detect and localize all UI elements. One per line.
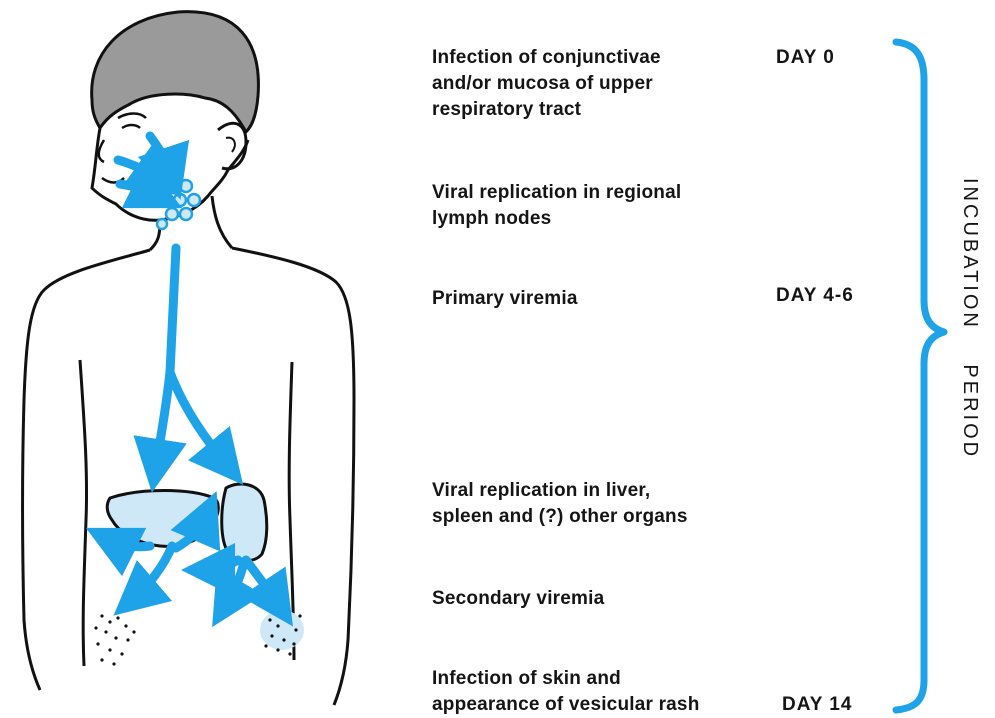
- lymph-nodes: [157, 180, 200, 229]
- arrow-mouth-to-nodes: [120, 184, 158, 196]
- skin-rash-right: [260, 610, 304, 656]
- arrow-eye-to-nodes: [150, 136, 172, 174]
- incubation-bracket: [896, 42, 944, 710]
- nose: [99, 140, 104, 162]
- eye: [122, 125, 140, 128]
- hair: [92, 12, 259, 132]
- stage-lymph-replication: Viral replication in regional lymph node…: [432, 180, 762, 232]
- arrow-nose-to-nodes: [118, 160, 160, 180]
- arrow-spleen-to-rash: [246, 560, 278, 604]
- eyebrow: [118, 114, 146, 119]
- arrow-spleen-left: [208, 560, 238, 570]
- spleen: [222, 484, 267, 561]
- day-marker-4-6: DAY 4-6: [776, 283, 854, 309]
- ear: [218, 123, 246, 169]
- arrow-to-spleen: [170, 372, 226, 464]
- stage-infection-mucosa: Infection of conjunctivae and/or mucosa …: [432, 45, 762, 123]
- stage-primary-viremia: Primary viremia: [432, 286, 762, 312]
- skin-rash-left: [94, 614, 135, 665]
- incubation-period-label: INCUBATION PERIOD: [958, 178, 981, 459]
- day-marker-0: DAY 0: [776, 45, 835, 71]
- stage-skin-rash: Infection of skin and appearance of vesi…: [432, 666, 762, 718]
- arrow-to-liver: [156, 372, 170, 466]
- stage-organ-replication: Viral replication in liver, spleen and (…: [432, 478, 762, 530]
- torso-left: [80, 360, 87, 666]
- day-marker-14: DAY 14: [782, 692, 852, 718]
- arrow-primary-viremia: [170, 248, 176, 372]
- arrow-liver-to-rash: [134, 546, 172, 598]
- stage-secondary-viremia: Secondary viremia: [432, 586, 762, 612]
